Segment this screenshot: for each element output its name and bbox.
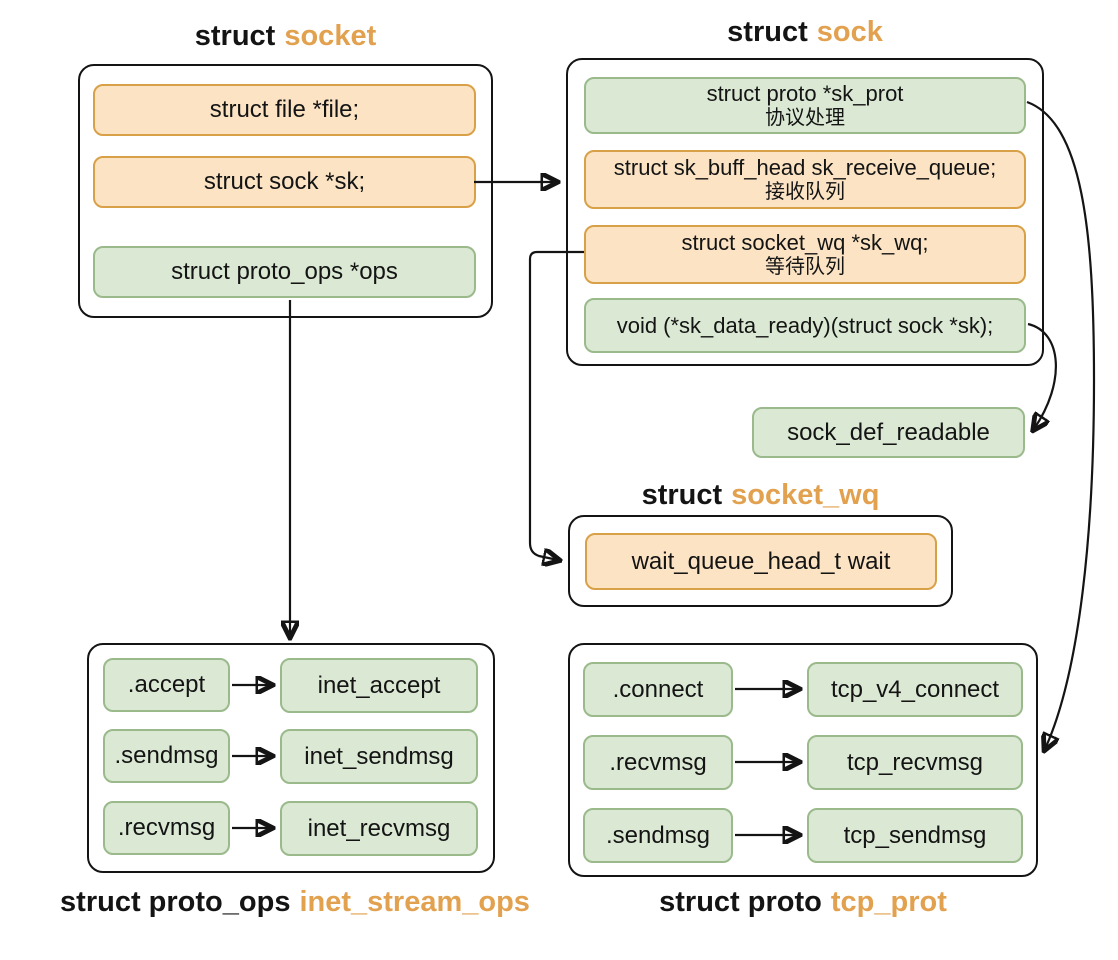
inet-row-sendmsg-member: .sendmsg (103, 729, 230, 783)
tcp-row-connect-impl-label: tcp_v4_connect (830, 675, 1000, 703)
tcp-row-sendmsg-member-label: .sendmsg (605, 821, 711, 849)
socket-wq-title-name: socket_wq (731, 479, 880, 511)
sock-field-receive-queue: struct sk_buff_head sk_receive_queue; 接收… (584, 150, 1026, 209)
inet-row-accept-member: .accept (103, 658, 230, 712)
tcp-row-recvmsg-impl: tcp_recvmsg (807, 735, 1023, 790)
tcp-row-recvmsg-member-label: .recvmsg (609, 748, 707, 776)
inet-row-sendmsg-member-label: .sendmsg (114, 742, 219, 770)
tcp-row-recvmsg-member: .recvmsg (583, 735, 733, 790)
inet-row-recvmsg-member: .recvmsg (103, 801, 230, 855)
sock-title-keyword: struct (727, 16, 808, 48)
sock-field-sk-data-ready: void (*sk_data_ready)(struct sock *sk); (584, 298, 1026, 353)
sock-field-sk-wq-note: 等待队列 (765, 255, 845, 278)
socket-title-name: socket (284, 20, 377, 52)
sock-field-sk-prot: struct proto *sk_prot 协议处理 (584, 77, 1026, 134)
socket-field-file: struct file *file; (93, 84, 476, 136)
tcp-row-recvmsg-impl-label: tcp_recvmsg (846, 748, 984, 776)
inet-row-recvmsg-impl: inet_recvmsg (280, 801, 478, 856)
sock-field-sk-prot-label: struct proto *sk_prot (706, 81, 904, 107)
socket-field-ops: struct proto_ops *ops (93, 246, 476, 298)
tcp-prot-title-keyword: struct proto (659, 886, 822, 918)
sock-def-readable-box: sock_def_readable (752, 407, 1025, 458)
inet-row-accept-impl: inet_accept (280, 658, 478, 713)
inet-row-recvmsg-impl-label: inet_recvmsg (307, 814, 451, 842)
sock-title-name: sock (816, 16, 883, 48)
sock-field-receive-queue-note: 接收队列 (765, 180, 845, 203)
inet-row-accept-impl-label: inet_accept (317, 671, 441, 699)
inet-row-sendmsg-impl: inet_sendmsg (280, 729, 478, 784)
sock-field-sk-wq-label: struct socket_wq *sk_wq; (681, 230, 929, 256)
tcp-prot-title-name: tcp_prot (830, 886, 947, 918)
socket-wq-field-wait: wait_queue_head_t wait (585, 533, 937, 590)
inet-stream-ops-title-keyword: struct proto_ops (60, 886, 291, 918)
socket-title-keyword: struct (194, 20, 276, 52)
tcp-row-connect-member: .connect (583, 662, 733, 717)
socket-wq-field-wait-label: wait_queue_head_t wait (631, 547, 891, 575)
inet-row-accept-member-label: .accept (127, 671, 206, 699)
sock-field-sk-data-ready-label: void (*sk_data_ready)(struct sock *sk); (616, 312, 994, 338)
tcp-row-sendmsg-impl: tcp_sendmsg (807, 808, 1023, 863)
tcp-row-sendmsg-member: .sendmsg (583, 808, 733, 863)
socket-wq-title-keyword: struct (641, 479, 723, 511)
socket-field-sk: struct sock *sk; (93, 156, 476, 208)
sock-def-readable-label: sock_def_readable (787, 418, 990, 446)
inet-row-sendmsg-impl-label: inet_sendmsg (304, 742, 454, 770)
tcp-row-connect-member-label: .connect (612, 675, 704, 703)
socket-field-ops-label: struct proto_ops *ops (171, 258, 398, 286)
socket-field-sk-label: struct sock *sk; (203, 168, 366, 196)
inet-row-recvmsg-member-label: .recvmsg (117, 814, 216, 842)
sock-field-receive-queue-label: struct sk_buff_head sk_receive_queue; (613, 155, 997, 181)
tcp-row-connect-impl: tcp_v4_connect (807, 662, 1023, 717)
tcp-row-sendmsg-impl-label: tcp_sendmsg (843, 821, 987, 849)
sock-field-sk-prot-note: 协议处理 (765, 106, 845, 129)
socket-field-file-label: struct file *file; (209, 96, 360, 124)
inet-stream-ops-title-name: inet_stream_ops (299, 886, 530, 918)
sock-field-sk-wq: struct socket_wq *sk_wq; 等待队列 (584, 225, 1026, 284)
